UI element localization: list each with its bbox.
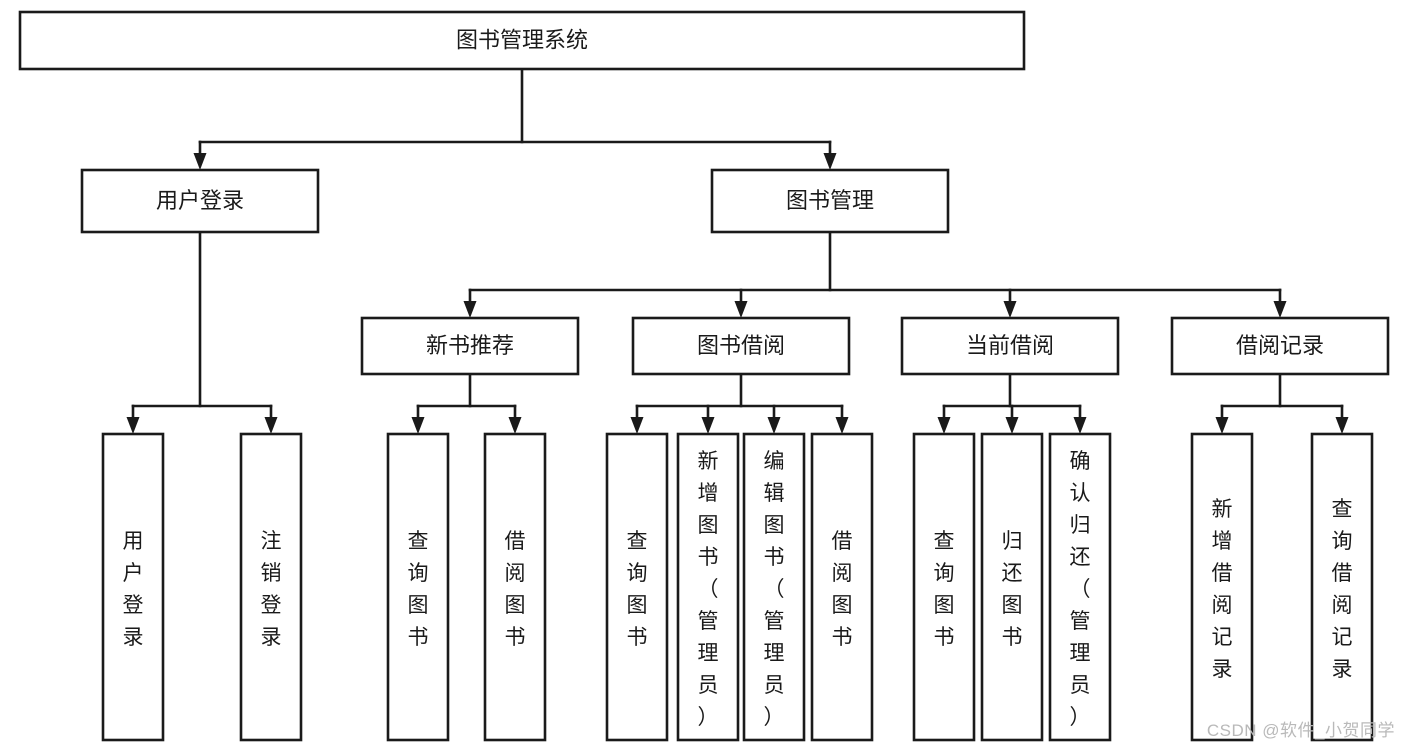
node-root[interactable]: 图书管理系统: [18, 10, 1026, 71]
node-leaf-borrow-book-2[interactable]: 借阅图书: [810, 432, 874, 742]
node-book-manage[interactable]: 图书管理: [710, 168, 950, 234]
node-leaf-query-book-2[interactable]: 查询图书: [605, 432, 669, 742]
node-box[interactable]: [386, 432, 450, 742]
node-box[interactable]: [980, 432, 1044, 742]
arrow-head: [508, 417, 522, 434]
node-leaf-add-book[interactable]: 新增图书（管理员）: [676, 432, 740, 742]
node-label: 查询图书: [934, 530, 955, 649]
arrow-head: [411, 417, 425, 434]
node-box[interactable]: [483, 432, 547, 742]
arrow-head: [701, 417, 715, 434]
node-label: 编辑图书（管理员）: [764, 450, 785, 729]
node-leaf-user-login[interactable]: 用户登录: [101, 432, 165, 742]
node-box[interactable]: [912, 432, 976, 742]
arrow-head: [126, 417, 140, 434]
node-label: 用户登录: [123, 530, 144, 649]
node-box[interactable]: [900, 316, 1120, 376]
node-leaf-confirm-return[interactable]: 确认归还（管理员）: [1048, 432, 1112, 742]
node-box[interactable]: [1310, 432, 1374, 742]
node-label: 新增借阅记录: [1212, 498, 1233, 681]
node-label: 注销登录: [261, 530, 282, 649]
node-leaf-query-book-1[interactable]: 查询图书: [386, 432, 450, 742]
node-box[interactable]: [605, 432, 669, 742]
node-new-book-recommend[interactable]: 新书推荐: [360, 316, 580, 376]
node-box[interactable]: [18, 10, 1026, 71]
node-leaf-logout-login[interactable]: 注销登录: [239, 432, 303, 742]
arrow-head: [835, 417, 849, 434]
node-label: 查询借阅记录: [1332, 498, 1353, 681]
connector-layer: [126, 67, 1349, 434]
arrow-head: [1335, 417, 1349, 434]
arrow-head: [463, 301, 477, 318]
node-leaf-borrow-book-1[interactable]: 借阅图书: [483, 432, 547, 742]
node-borrow-record[interactable]: 借阅记录: [1170, 316, 1390, 376]
node-layer: 图书管理系统用户登录图书管理新书推荐图书借阅当前借阅借阅记录用户登录注销登录查询…: [18, 10, 1390, 742]
node-label: 当前借阅: [966, 333, 1054, 358]
node-label: 图书借阅: [697, 333, 785, 358]
arrow-head: [1215, 417, 1229, 434]
arrow-head: [767, 417, 781, 434]
node-box[interactable]: [631, 316, 851, 376]
arrow-head: [823, 153, 837, 170]
node-label: 新增图书（管理员）: [698, 450, 719, 729]
arrow-head: [1003, 301, 1017, 318]
node-label: 确认归还（管理员）: [1070, 450, 1091, 729]
watermark: CSDN @软件_小贺同学: [1206, 721, 1395, 740]
node-box[interactable]: [101, 432, 165, 742]
node-box[interactable]: [1190, 432, 1254, 742]
node-leaf-query-book-3[interactable]: 查询图书: [912, 432, 976, 742]
node-box[interactable]: [80, 168, 320, 234]
node-user-login[interactable]: 用户登录: [80, 168, 320, 234]
node-label: 借阅图书: [505, 530, 526, 649]
arrow-head: [1073, 417, 1087, 434]
arrow-head: [1005, 417, 1019, 434]
node-book-borrow[interactable]: 图书借阅: [631, 316, 851, 376]
arrow-head: [1273, 301, 1287, 318]
node-label: 图书管理: [786, 188, 874, 213]
node-box[interactable]: [360, 316, 580, 376]
node-label: 图书管理系统: [456, 27, 588, 52]
node-box[interactable]: [710, 168, 950, 234]
arrow-head: [264, 417, 278, 434]
node-box[interactable]: [742, 432, 806, 742]
arrow-head: [734, 301, 748, 318]
node-label: 查询图书: [408, 530, 429, 649]
node-leaf-edit-book[interactable]: 编辑图书（管理员）: [742, 432, 806, 742]
node-leaf-add-record[interactable]: 新增借阅记录: [1190, 432, 1254, 742]
node-current-borrow[interactable]: 当前借阅: [900, 316, 1120, 376]
arrow-head: [630, 417, 644, 434]
node-box[interactable]: [676, 432, 740, 742]
arrow-head: [937, 417, 951, 434]
node-box[interactable]: [239, 432, 303, 742]
node-box[interactable]: [1048, 432, 1112, 742]
node-label: 借阅图书: [832, 530, 853, 649]
arrow-head: [193, 153, 207, 170]
node-label: 新书推荐: [426, 333, 514, 358]
node-box[interactable]: [810, 432, 874, 742]
node-label: 用户登录: [156, 188, 244, 213]
node-label: 借阅记录: [1236, 333, 1324, 358]
node-box[interactable]: [1170, 316, 1390, 376]
node-leaf-query-record[interactable]: 查询借阅记录: [1310, 432, 1374, 742]
node-label: 查询图书: [627, 530, 648, 649]
node-leaf-return-book[interactable]: 归还图书: [980, 432, 1044, 742]
node-label: 归还图书: [1002, 530, 1023, 649]
